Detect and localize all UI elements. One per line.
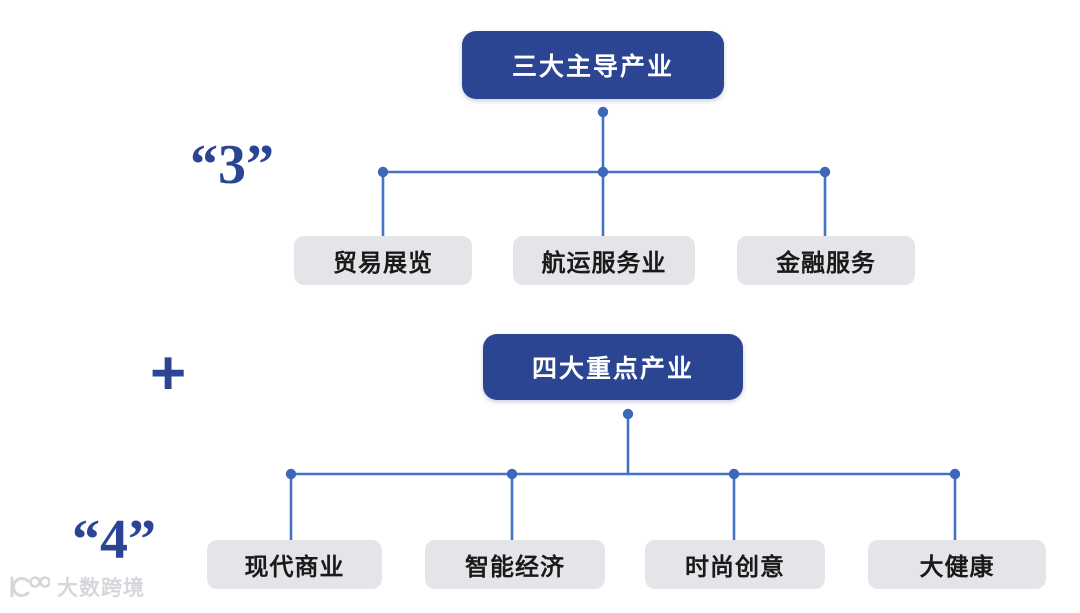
group-badge-three: “3” — [190, 134, 274, 196]
watermark: 大数跨境 — [8, 572, 145, 602]
leaf-box-trade-exhibition[interactable]: 贸易展览 — [294, 236, 472, 285]
group-header-four[interactable]: 四大重点产业 — [483, 334, 743, 400]
plus-operator-icon: + — [150, 339, 187, 408]
leaf-box-shipping-services[interactable]: 航运服务业 — [513, 236, 695, 285]
group-badge-four: “4” — [72, 509, 156, 571]
leaf-box-financial-services[interactable]: 金融服务 — [737, 236, 915, 285]
leaf-box-big-health[interactable]: 大健康 — [868, 540, 1046, 589]
watermark-logo-icon — [10, 576, 50, 598]
leaf-box-fashion-creative[interactable]: 时尚创意 — [645, 540, 825, 589]
leaf-box-smart-economy[interactable]: 智能经济 — [425, 540, 605, 589]
watermark-text: 大数跨境 — [57, 577, 145, 600]
group-header-three[interactable]: 三大主导产业 — [462, 31, 724, 99]
leaf-box-modern-commerce[interactable]: 现代商业 — [207, 540, 382, 589]
